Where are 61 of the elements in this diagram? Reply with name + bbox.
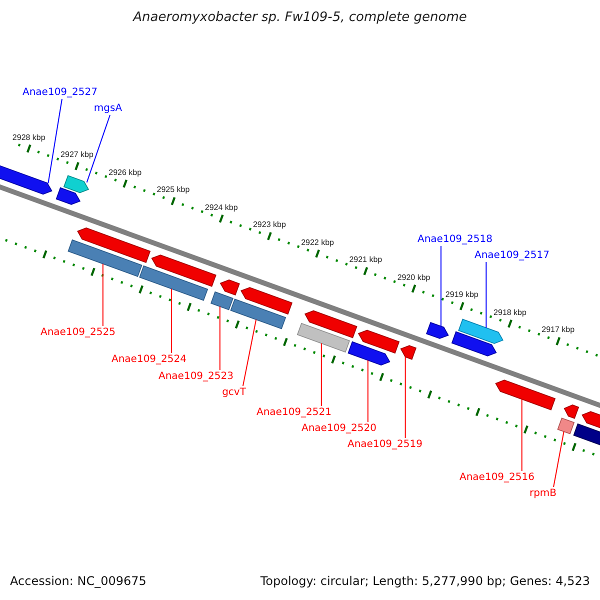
gene-label: mgsA xyxy=(94,102,122,115)
gene-block xyxy=(304,310,358,338)
gene-block xyxy=(348,341,390,366)
gene-label: Anae109_2520 xyxy=(302,422,376,435)
genome-summary-text: Topology: circular; Length: 5,277,990 bp; Genes: 4,523 xyxy=(260,575,590,588)
leader-line xyxy=(242,319,257,386)
scale-label: 2921 kbp xyxy=(349,254,382,266)
gene-label: Anae109_2516 xyxy=(460,471,534,484)
gene-block xyxy=(451,331,497,356)
leader-line xyxy=(320,342,322,406)
gene-block xyxy=(426,322,449,339)
gene-label: Anae109_2523 xyxy=(158,370,234,383)
gene-block xyxy=(220,279,240,296)
gene-label: Anae109_2519 xyxy=(348,438,422,451)
leader-line xyxy=(219,306,220,370)
scale-label: 2922 kbp xyxy=(301,236,334,249)
gene-bar xyxy=(210,291,234,310)
gene-bar xyxy=(230,298,286,330)
gene-label: rpmB xyxy=(529,487,557,500)
gene-block xyxy=(358,330,400,354)
gene-bar xyxy=(296,322,350,353)
gene-block xyxy=(400,345,417,360)
scale-label: 2928 kbp xyxy=(12,132,46,144)
leader-line xyxy=(553,431,564,488)
gene-block xyxy=(151,254,216,287)
leader-line xyxy=(171,288,172,354)
gene-label: Anae109_2525 xyxy=(40,326,116,339)
gene-bar xyxy=(139,265,208,301)
leader-line xyxy=(86,114,110,183)
gene-label: gcvT xyxy=(222,386,246,399)
gene-bar xyxy=(557,418,575,434)
scale-label: 2918 kbp xyxy=(494,306,526,319)
gene-block xyxy=(240,287,293,315)
title: Anaeromyxobacter sp. Fw109-5, complete genome xyxy=(133,11,467,24)
gene-block xyxy=(77,227,151,264)
leader-line xyxy=(440,246,442,327)
gene-bar xyxy=(68,239,142,278)
gene-block xyxy=(564,404,580,419)
gene-label: Anae109_2518 xyxy=(418,233,492,246)
gene-label: Anae109_2521 xyxy=(256,406,332,419)
scale-label: 2926 kbp xyxy=(108,166,142,179)
scale-label: 2927 kbp xyxy=(60,149,94,162)
accession-text: Accession: NC_009675 xyxy=(10,575,146,588)
leader-line xyxy=(48,98,62,184)
gene-block xyxy=(495,380,556,410)
scale-label: 2925 kbp xyxy=(156,184,190,196)
scale-label: 2917 kbp xyxy=(542,324,575,336)
gene-block xyxy=(63,175,90,194)
gene-label: Anae109_2524 xyxy=(112,353,186,366)
leader-line xyxy=(404,356,406,438)
scale-label: 2924 kbp xyxy=(204,202,238,214)
scale-label: 2919 kbp xyxy=(445,289,478,302)
scale-label: 2920 kbp xyxy=(397,272,430,284)
leader-line xyxy=(102,263,104,326)
gene-label: Anae109_2527 xyxy=(22,86,98,99)
scale-label: 2923 kbp xyxy=(252,219,286,232)
gene-block xyxy=(458,318,504,344)
gene-block xyxy=(56,187,81,205)
leader-line xyxy=(367,360,368,422)
gene-label: Anae109_2517 xyxy=(474,249,550,262)
leader-line xyxy=(521,398,522,472)
